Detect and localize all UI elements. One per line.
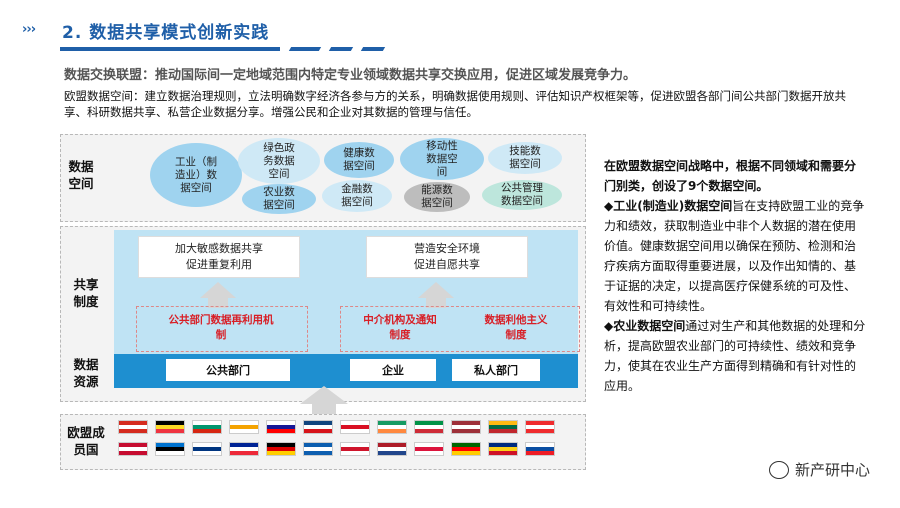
member-flag-icon [192, 442, 222, 456]
mechanism-frame-public [136, 306, 308, 352]
header-dash [288, 47, 322, 51]
data-space-oval: 技能数 据空间 [488, 142, 562, 174]
share-label: 共享 制度 [73, 277, 99, 309]
header-dash [360, 47, 386, 51]
item-industry-body: 旨在支持欧盟工业的竞争力和绩效，获取制造业中非个人数据的潜在使用价值。健康数据空… [604, 199, 865, 313]
mechanism-frame-private [340, 306, 580, 352]
right-intro: 在欧盟数据空间战略中，根据不同领域和需要分门别类，创设了9个数据空间。 [604, 159, 857, 193]
up-arrow-icon [200, 282, 236, 298]
member-flag-icon [118, 442, 148, 456]
section-subtitle: 数据交换联盟：推动国际间一定地域范围内特定专业领域数据共享交换应用，促进区域发展… [64, 68, 637, 83]
members-arrow-stem [312, 404, 336, 414]
watermark-text: 新产研中心 [794, 461, 870, 479]
page-title: 2. 数据共享模式创新实践 [62, 23, 270, 43]
data-space-oval: 工业（制 造业）数 据空间 [150, 143, 242, 207]
mechanism-public-reuse: 公共部门数据再利用机 制 [168, 314, 274, 341]
data-space-label: 数据 空间 [68, 159, 94, 191]
data-space-oval: 金融数 据空间 [322, 180, 392, 212]
member-flag-icon [155, 420, 185, 434]
member-flag-icon [451, 442, 481, 456]
member-flag-icon [340, 442, 370, 456]
mechanism-altruism: 数据利他主义 制度 [484, 314, 548, 341]
right-item-agriculture: ◆农业数据空间通过对生产和其他数据的处理和分析，提高欧盟农业部门的可持续性、绩效… [604, 316, 866, 396]
data-space-oval: 农业数 据空间 [242, 184, 316, 214]
data-space-oval: 能源数 据空间 [404, 182, 470, 212]
item-industry-title: ◆工业(制造业)数据空间 [604, 199, 733, 213]
member-flag-icon [192, 420, 222, 434]
data-space-oval: 移动性 数据空 间 [400, 138, 484, 180]
up-arrow-icon [418, 282, 454, 298]
resource-public: 公共部门 [166, 359, 290, 381]
member-flag-icon [118, 420, 148, 434]
member-flag-icon [303, 420, 333, 434]
item-agriculture-body: 通过对生产和其他数据的处理和分析，提高欧盟农业部门的可持续性、绩效和竞争力，使其… [604, 319, 866, 393]
share-box-secure: 营造安全环境 促进自愿共享 [366, 236, 528, 278]
member-flag-icon [266, 420, 296, 434]
member-flag-icon [229, 442, 259, 456]
share-box-sensitive: 加大敏感数据共享 促进重复利用 [138, 236, 300, 278]
data-space-oval: 健康数 据空间 [324, 142, 394, 178]
member-flag-icon [414, 442, 444, 456]
members-label: 欧盟成 员国 [67, 425, 105, 457]
up-arrow-stem [208, 298, 228, 308]
header-chevrons: ››› [22, 22, 36, 37]
member-flag-icon [488, 442, 518, 456]
member-flag-icon [377, 420, 407, 434]
member-flag-icon [525, 420, 555, 434]
up-arrow-stem [426, 298, 446, 308]
data-space-oval: 公共管理 数据空间 [482, 180, 562, 210]
member-flag-icon [229, 420, 259, 434]
member-flag-icon [488, 420, 518, 434]
member-flag-icon [340, 420, 370, 434]
data-space-oval: 绿色政 务数据 空间 [238, 138, 320, 184]
resource-label: 数据 资源 [73, 357, 99, 389]
header-dash [328, 47, 354, 51]
member-flag-icon [303, 442, 333, 456]
right-item-industry: ◆工业(制造业)数据空间旨在支持欧盟工业的竞争力和绩效，获取制造业中非个人数据的… [604, 196, 866, 316]
right-description: 在欧盟数据空间战略中，根据不同领域和需要分门别类，创设了9个数据空间。 ◆工业(… [604, 156, 866, 396]
resource-enterprise: 企业 [350, 359, 436, 381]
resource-private: 私人部门 [452, 359, 540, 381]
member-flag-icon [451, 420, 481, 434]
member-flag-icon [377, 442, 407, 456]
header-underline [60, 47, 280, 51]
watermark: 新产研中心 [768, 459, 870, 480]
member-flag-icon [414, 420, 444, 434]
mechanism-intermediary: 中介机构及通知 制度 [363, 314, 437, 341]
intro-paragraph: 欧盟数据空间：建立数据治理规则，立法明确数字经济各参与方的关系，明确数据使用规则… [64, 89, 846, 119]
member-flag-icon [266, 442, 296, 456]
member-flag-icon [155, 442, 185, 456]
members-up-arrow-icon [300, 386, 348, 404]
member-flag-icon [525, 442, 555, 456]
wechat-icon [768, 460, 789, 479]
item-agriculture-title: ◆农业数据空间 [604, 319, 686, 333]
